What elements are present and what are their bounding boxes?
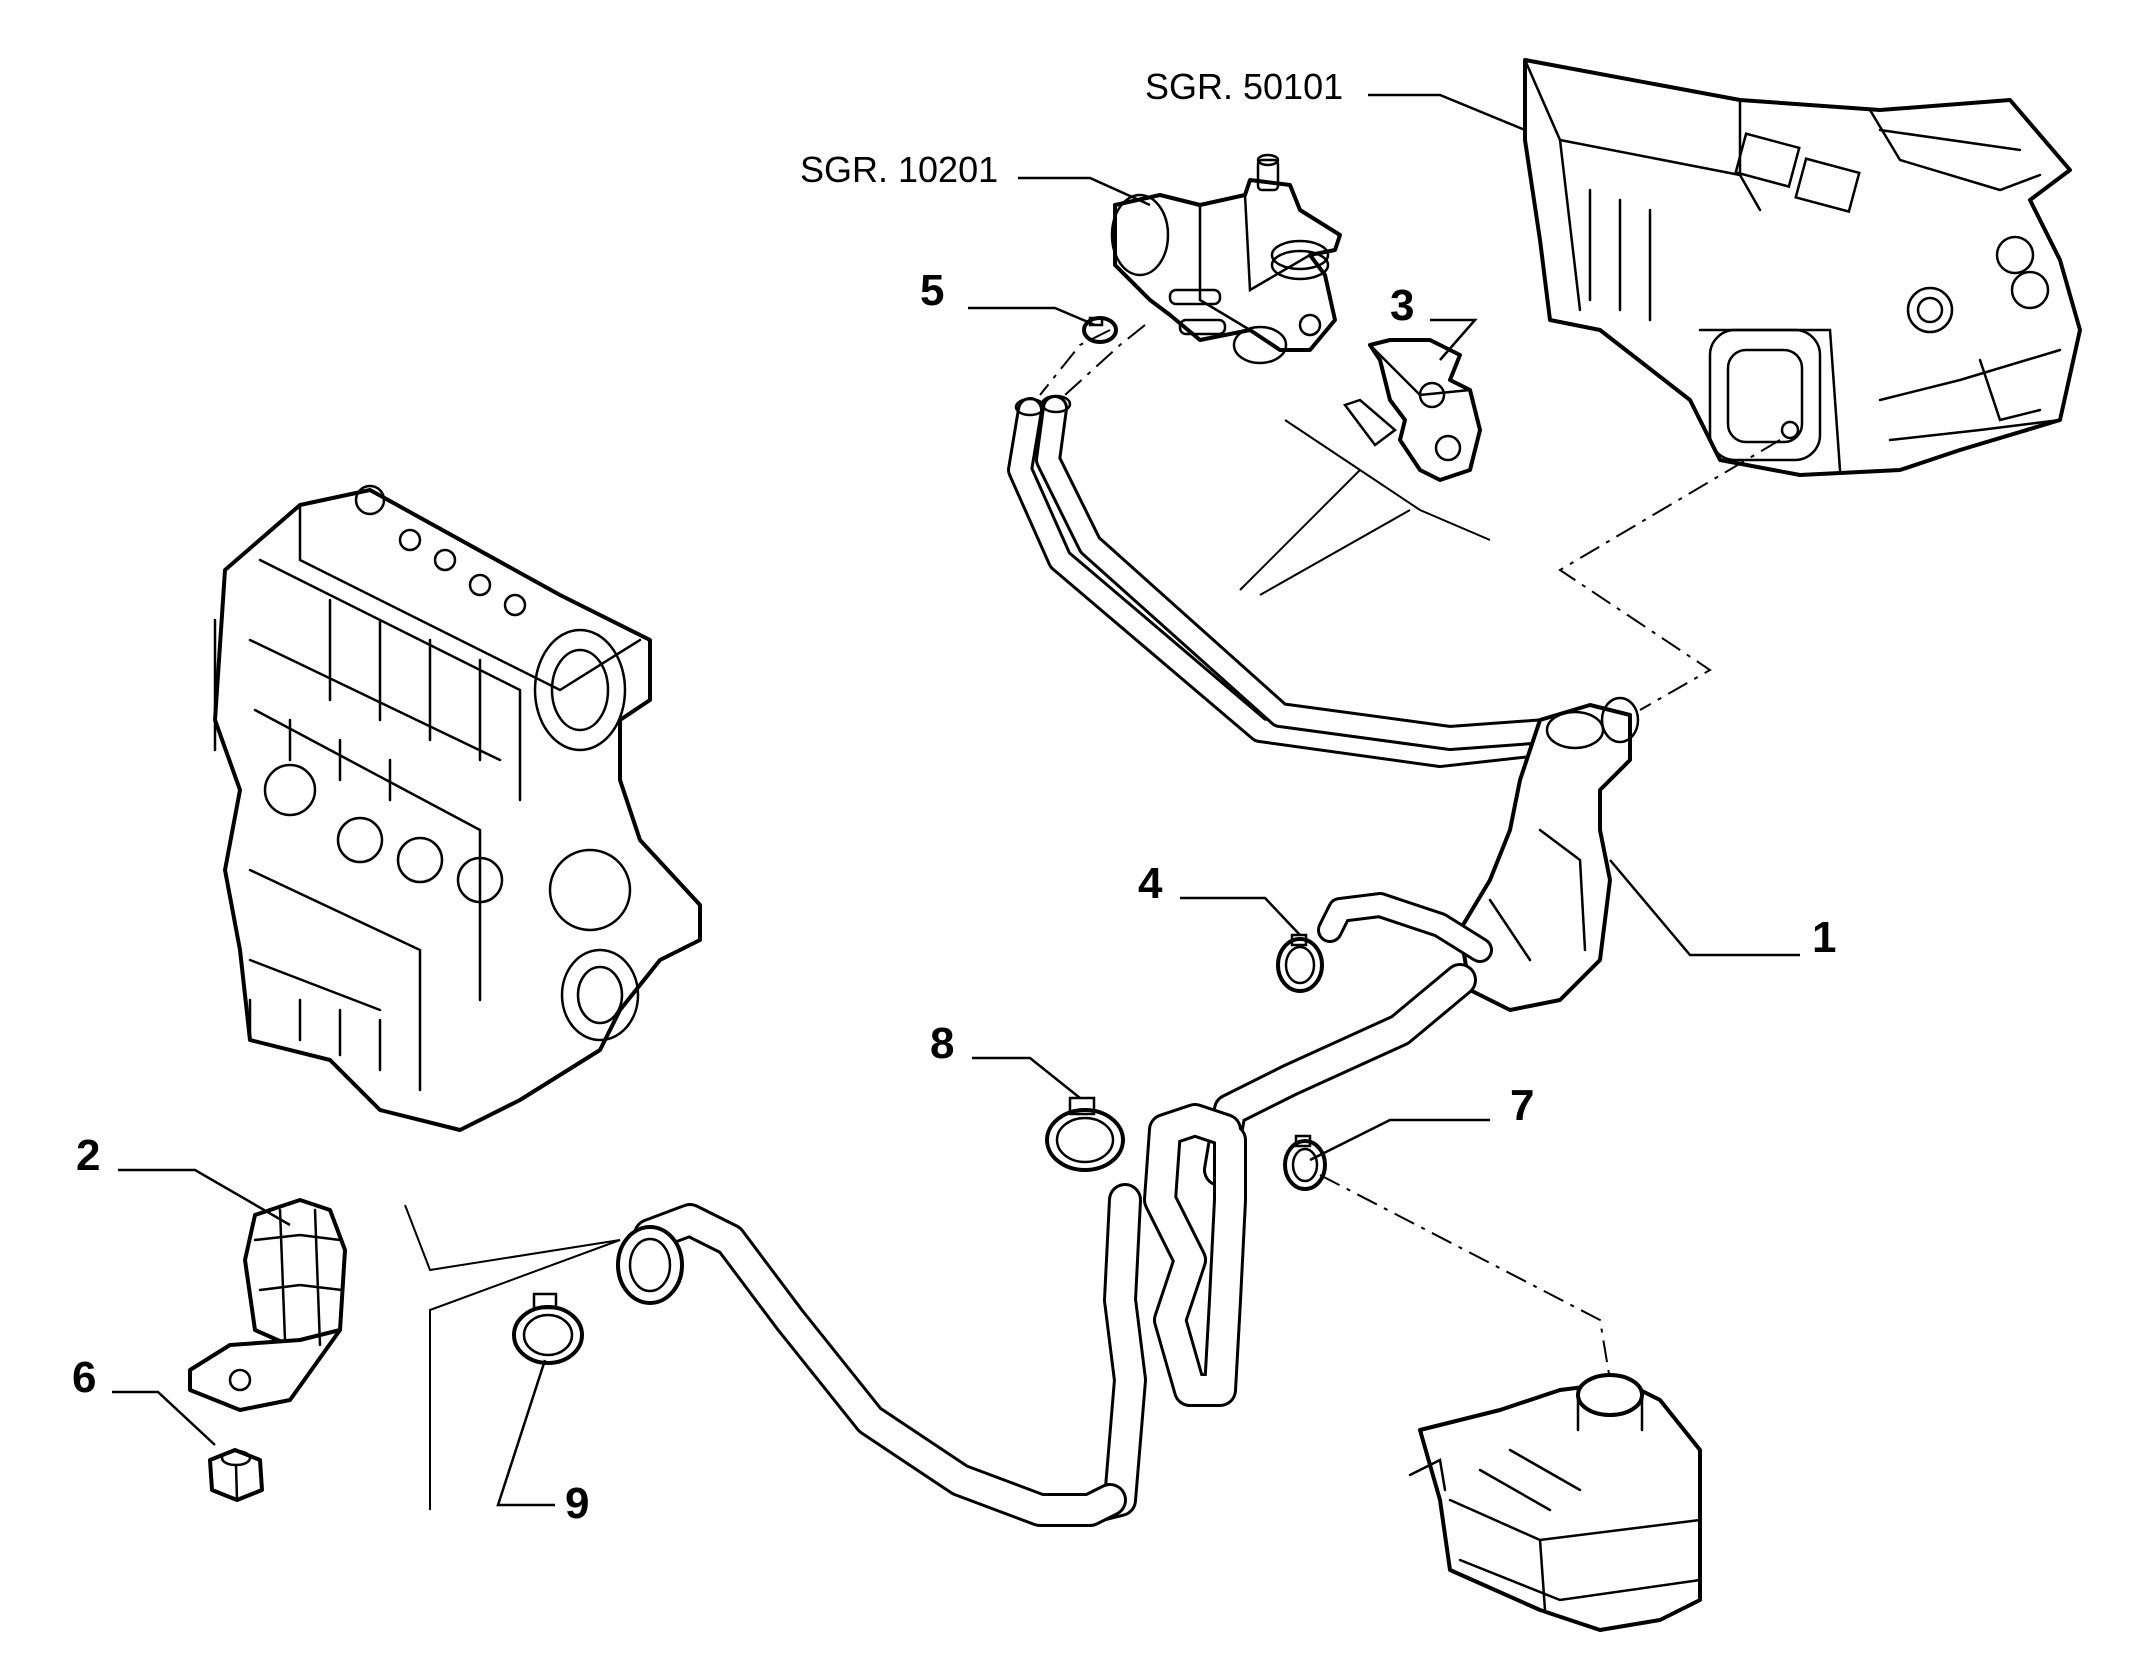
callout-1: 1 <box>1812 913 1836 962</box>
callout-7: 7 <box>1510 1081 1534 1130</box>
clamp-9 <box>512 1292 584 1365</box>
callout-6: 6 <box>72 1353 96 1402</box>
connector-bracket-3 <box>1342 338 1482 482</box>
expansion-tank <box>1408 1373 1702 1632</box>
callout-9: 9 <box>565 1479 589 1528</box>
grouping-lines <box>404 419 1491 1510</box>
callout-4: 4 <box>1138 859 1163 908</box>
assembly-lines <box>1039 324 1781 1381</box>
clamp-8 <box>1045 1096 1125 1172</box>
leader-lines <box>112 93 1800 1507</box>
heater-unit <box>1523 58 2082 477</box>
heater-valve <box>1110 153 1342 365</box>
callout-8: 8 <box>930 1019 954 1068</box>
hose-assembly <box>616 394 1640 1527</box>
nut-6 <box>208 1448 264 1502</box>
reference-label-valve: SGR. 10201 <box>800 149 998 190</box>
bracket-2 <box>188 1198 347 1412</box>
callout-2: 2 <box>76 1131 100 1180</box>
reference-label-heater-unit: SGR. 50101 <box>1145 66 1343 107</box>
callout-5: 5 <box>920 266 944 315</box>
clamp-7 <box>1283 1134 1327 1191</box>
engine-block <box>213 484 702 1132</box>
clamp-4 <box>1276 933 1324 993</box>
callout-3: 3 <box>1390 281 1414 330</box>
